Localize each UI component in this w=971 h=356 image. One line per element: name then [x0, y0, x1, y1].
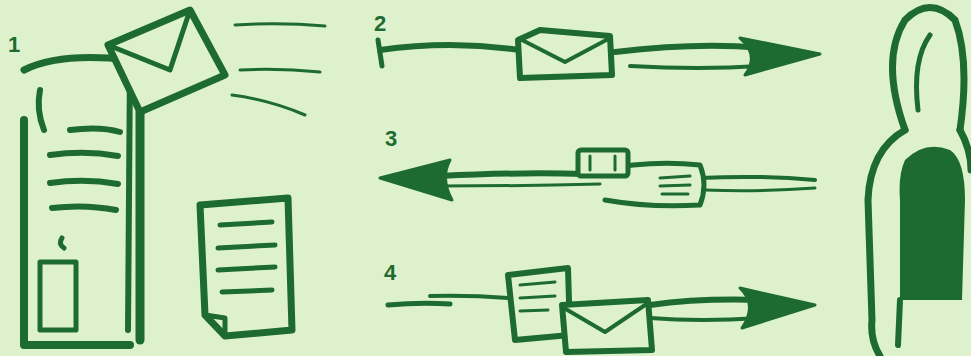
sent-envelope	[108, 10, 325, 340]
callout-number: 3	[385, 128, 397, 150]
arrow-right-document-envelope	[388, 268, 815, 352]
arrow-right-envelope	[378, 30, 820, 78]
callout-number: 2	[374, 13, 386, 35]
document	[200, 198, 292, 336]
callout-number: 4	[384, 262, 396, 284]
callout-number: 1	[8, 34, 20, 56]
server-tower	[24, 58, 130, 345]
recipient-person	[868, 8, 971, 356]
arrow-left-card	[380, 150, 815, 206]
